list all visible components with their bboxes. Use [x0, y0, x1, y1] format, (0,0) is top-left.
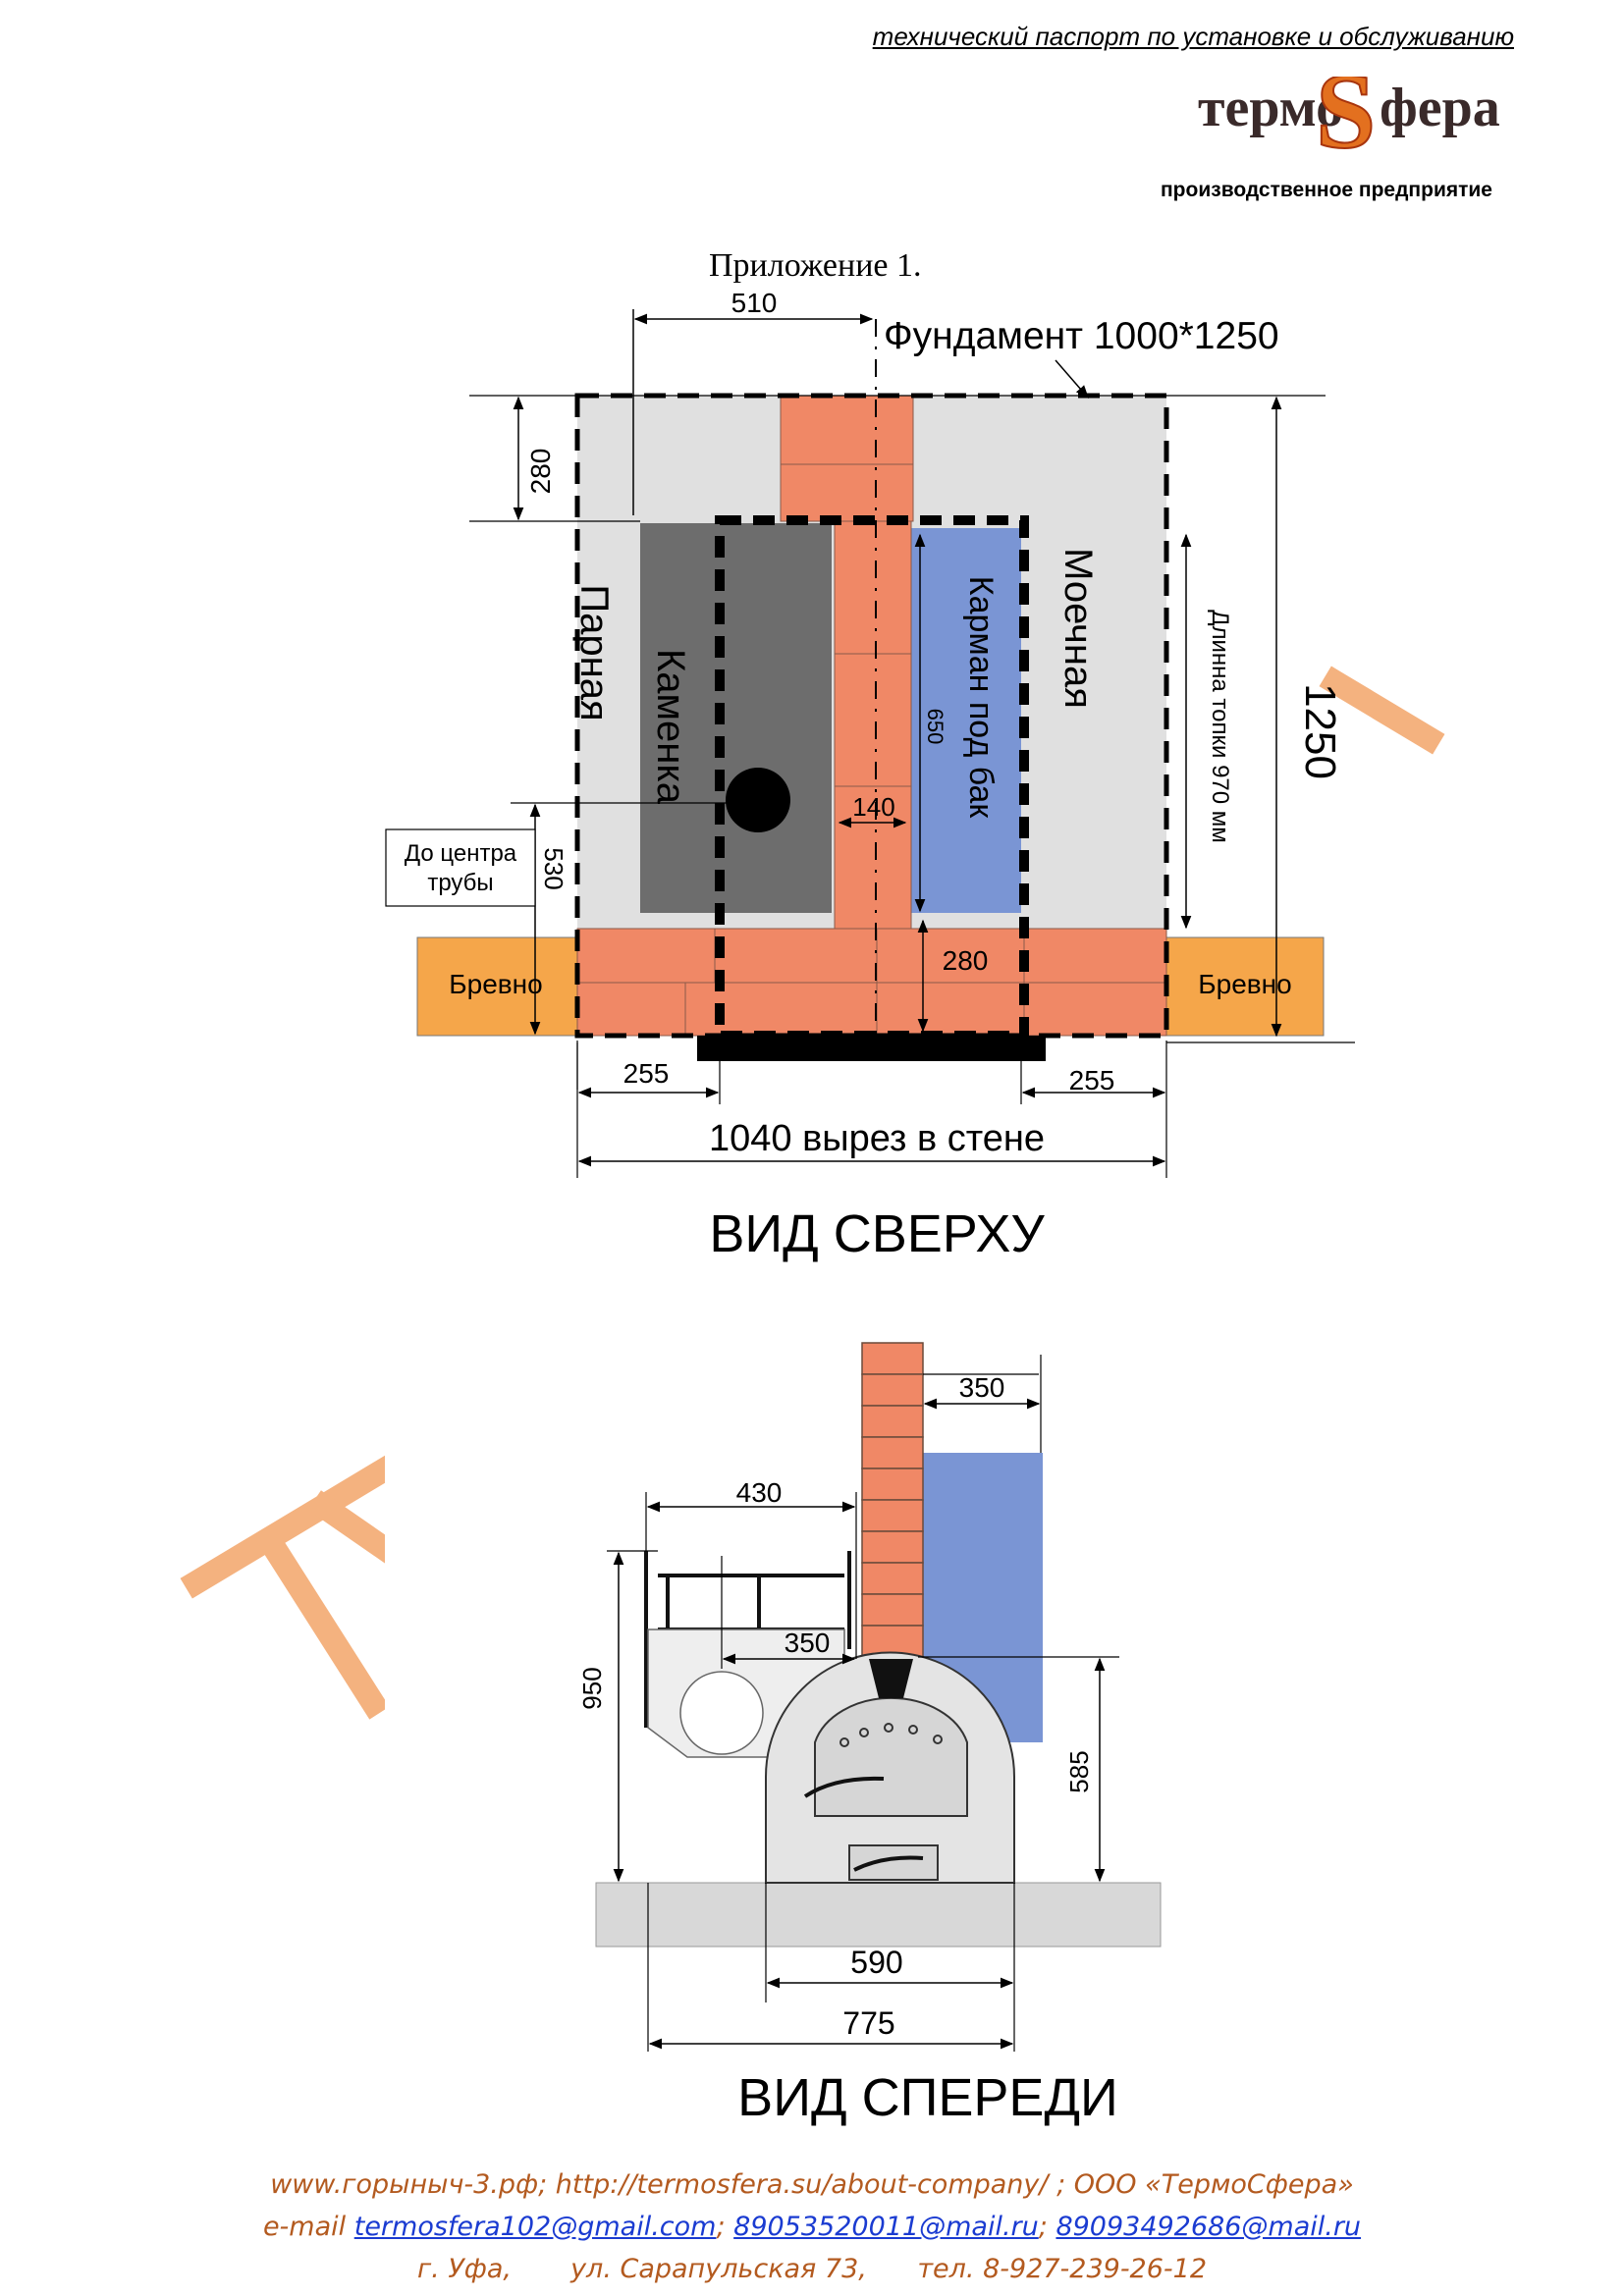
logo-letter-s: S [1316, 77, 1376, 171]
door-handle-icon [803, 1776, 885, 1798]
dim-140: 140 [852, 792, 894, 822]
top-view: 510 Фундамент 1000*1250 280 1250 Длинна … [385, 288, 1355, 1263]
dim-cutout: 1040 вырез в стене [709, 1118, 1045, 1159]
logo-text-right: фера [1380, 78, 1500, 138]
dim-255-right: 255 [1069, 1065, 1115, 1095]
logo-subtitle: производственное предприятие [1161, 179, 1492, 201]
chimney-pipe-center [726, 768, 790, 832]
dim-430: 430 [736, 1477, 783, 1508]
footer-address: г. Уфа, ул. Сарапульская 73, тел. 8-927-… [416, 2254, 1208, 2284]
foundation-label: Фундамент 1000*1250 [884, 315, 1279, 357]
dim-1250: 1250 [1296, 683, 1344, 779]
dim-650: 650 [923, 709, 947, 745]
footer-sep-2: ; [1038, 2212, 1056, 2242]
footer-email-link-3[interactable]: 89093492686@mail.ru [1056, 2212, 1362, 2242]
ash-door [848, 1844, 939, 1881]
dim-775: 775 [842, 2005, 894, 2041]
heater-side-tank [679, 1671, 764, 1755]
front-view: 350 430 350 950 585 590 775 ВИД СПЕРЕДИ [577, 1342, 1162, 2127]
log-left [416, 936, 578, 1037]
watermark [180, 666, 1445, 1720]
document-header-title: технический паспорт по установке и обслу… [872, 22, 1514, 51]
ash-handle-icon [853, 1855, 924, 1872]
logo-text-left: термо [1198, 78, 1343, 138]
chimney-bricks [861, 1342, 924, 1658]
footer-websites: www.горыныч-3.рф; http://termosfera.su/a… [270, 2169, 1354, 2200]
label-heater: Каменка [649, 649, 692, 805]
dim-530: 530 [539, 847, 568, 889]
tank-pocket-block [908, 528, 1021, 913]
to-pipe-center-line1: До центра [405, 840, 517, 867]
top-view-title: ВИД СВЕРХУ [709, 1204, 1045, 1263]
base-slab [595, 1882, 1162, 1948]
dim-590: 590 [850, 1945, 902, 1980]
dim-firebox-length: Длинна топки 970 мм [1207, 610, 1233, 843]
front-view-title: ВИД СПЕРЕДИ [737, 2068, 1118, 2127]
firebox-door [814, 1696, 968, 1817]
dim-350-mid: 350 [785, 1628, 831, 1658]
dim-585: 585 [1064, 1750, 1094, 1792]
label-log-right: Бревно [1198, 969, 1291, 999]
footer-email-link-1[interactable]: termosfera102@gmail.com [353, 2212, 717, 2242]
footer-sep-1: ; [716, 2212, 734, 2242]
footer-email-link-2[interactable]: 89053520011@mail.ru [733, 2212, 1039, 2242]
termosfera-logo: термо S фера [1198, 77, 1500, 172]
appendix-title: Приложение 1. [709, 247, 922, 284]
label-steam-room: Парная [572, 584, 616, 721]
dim-280-top: 280 [525, 449, 556, 495]
heater-block [640, 523, 832, 913]
label-log-left: Бревно [449, 969, 542, 999]
dim-510: 510 [731, 288, 778, 318]
dim-255-left: 255 [623, 1058, 670, 1089]
label-wash-room: Моечная [1056, 548, 1100, 709]
dim-950: 950 [577, 1667, 607, 1709]
door-rivets [839, 1723, 943, 1747]
dim-280-bottom: 280 [943, 945, 989, 976]
brick-column [780, 395, 914, 930]
footer-email-label: e-mail [262, 2212, 354, 2242]
dim-350-top: 350 [959, 1372, 1005, 1403]
chimney-collar [869, 1659, 913, 1698]
label-tank-pocket: Карман под бак [962, 576, 1000, 820]
to-pipe-center-line2: трубы [427, 870, 493, 896]
brick-wall-row [576, 928, 1167, 1037]
footer-emails: e-mail termosfera102@gmail.com; 89053520… [0, 2212, 1624, 2242]
to-pipe-center-box [385, 828, 536, 907]
log-right [1165, 936, 1325, 1037]
